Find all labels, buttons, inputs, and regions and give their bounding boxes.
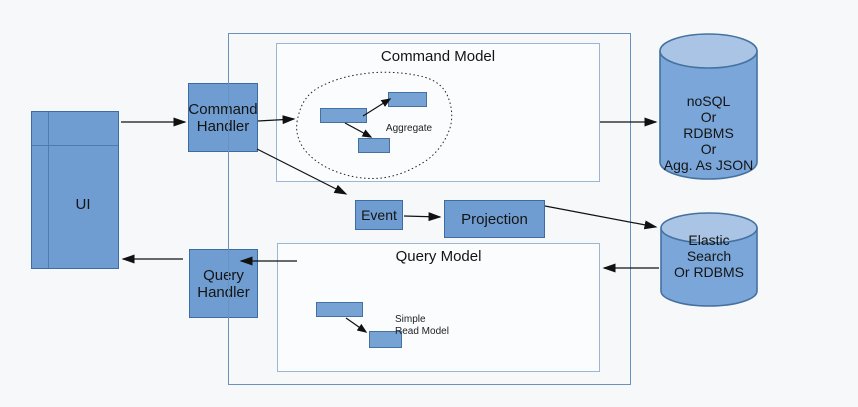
ui-label: UI (75, 196, 91, 213)
query-handler-box: Query Handler (189, 249, 258, 318)
simple-read-model-label: Simple Read Model (395, 314, 449, 337)
command-handler-box: Command Handler (188, 83, 258, 152)
aggregate-entity-rect-2 (388, 92, 427, 107)
event-label: Event (361, 206, 397, 223)
aggregate-entity-rect-1 (320, 108, 367, 123)
ui-box: UI (31, 111, 119, 269)
ui-box-horizontal-divider (32, 145, 118, 147)
query-handler-label-line1: Query (203, 266, 244, 284)
nosql-database-label: noSQL Or RDBMS Or Agg. As JSON (663, 93, 754, 173)
arrow-projection-to-elastic (544, 205, 658, 230)
nosql-cylinder-shape (659, 33, 758, 180)
command-handler-label-line2: Handler (196, 117, 250, 135)
arrow-event-to-projection (403, 212, 442, 222)
projection-label: Projection (461, 210, 528, 228)
query-model-title: Query Model (395, 248, 482, 265)
read-model-rect-2 (369, 331, 402, 348)
aggregate-entity-rect-3 (358, 138, 390, 153)
aggregate-label: Aggregate (385, 123, 433, 134)
simple-read-model-label-line2: Read Model (395, 325, 449, 337)
ui-box-vertical-divider (48, 112, 50, 268)
elastic-search-label: Elastic Search Or RDBMS (674, 232, 744, 280)
elastic-cylinder-shape (660, 212, 758, 307)
event-box: Event (355, 200, 403, 230)
command-model-title: Command Model (380, 48, 496, 65)
command-handler-label-line1: Command (188, 100, 258, 118)
read-model-rect-1 (316, 302, 363, 317)
elastic-search-cylinder: Elastic Search Or RDBMS (660, 212, 758, 307)
projection-box: Projection (444, 200, 545, 238)
simple-read-model-label-line1: Simple (395, 314, 426, 325)
query-handler-label-line2: Handler (197, 283, 250, 301)
nosql-database-cylinder: noSQL Or RDBMS Or Agg. As JSON (659, 33, 758, 180)
